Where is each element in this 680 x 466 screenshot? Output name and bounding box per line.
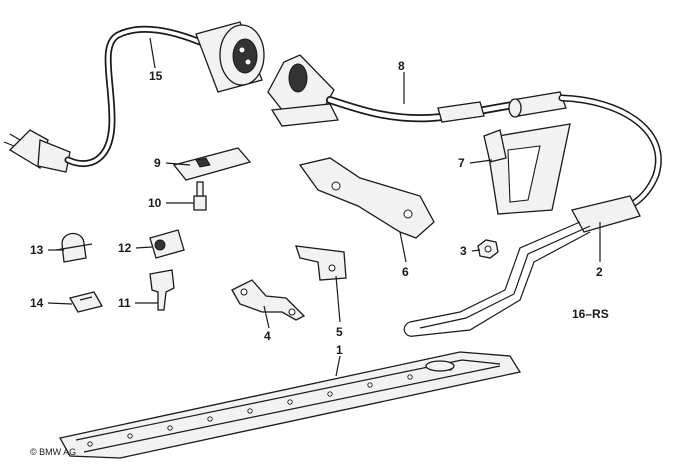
label-1: 1: [336, 343, 343, 357]
part-3-nut: [477, 239, 499, 259]
label-16-rs: 16–RS: [572, 307, 609, 321]
label-9: 9: [154, 156, 161, 170]
label-6: 6: [402, 265, 409, 279]
part-5-angle-bracket: [295, 245, 347, 281]
part-8-connection-cable: [267, 54, 567, 127]
part-13-clip: [55, 232, 93, 263]
label-7: 7: [458, 156, 465, 170]
label-10: 10: [148, 196, 162, 210]
part-1-gasket-strip: [59, 351, 522, 459]
part-15-power-cable: [3, 21, 265, 173]
leader-lines: [47, 37, 601, 377]
part-11-push-clip: [149, 269, 175, 311]
label-2: 2: [596, 265, 603, 279]
label-12: 12: [118, 241, 132, 255]
part-9-plate: [172, 147, 252, 181]
label-5: 5: [336, 325, 343, 339]
label-3: 3: [460, 244, 467, 258]
label-4: 4: [264, 329, 271, 343]
part-10-bolt: [193, 181, 207, 211]
part-14-clip-nut: [69, 291, 103, 313]
part-7-bracket: [483, 123, 571, 215]
label-15: 15: [149, 69, 163, 83]
part-6-bracket-plate: [298, 157, 435, 239]
part-12-cable-clamp: [149, 229, 185, 259]
copyright-notice: © BMW AG: [30, 447, 76, 457]
part-4-holder: [231, 279, 306, 321]
label-11: 11: [118, 296, 131, 310]
label-13: 13: [30, 243, 44, 257]
label-8: 8: [398, 59, 405, 73]
label-14: 14: [30, 296, 44, 310]
part-2-heating-element: [403, 94, 662, 337]
